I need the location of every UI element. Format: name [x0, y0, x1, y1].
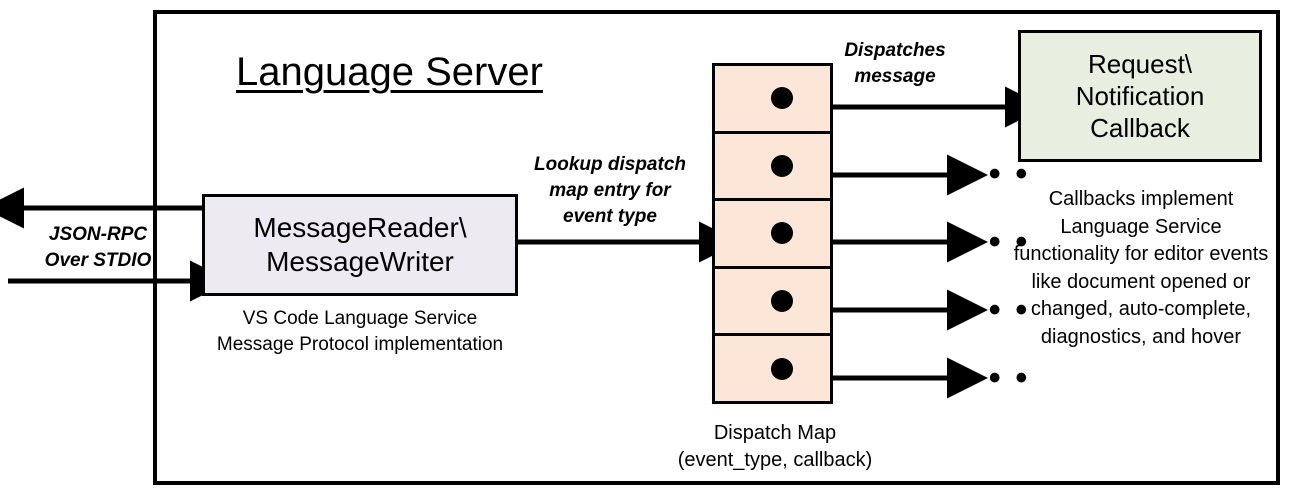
- message-writer-label: MessageWriter: [266, 246, 454, 277]
- dispatch-label-line1: Dispatches: [844, 40, 946, 61]
- callback-line3: Callback: [1090, 113, 1190, 144]
- message-reader-label: MessageReader\: [253, 211, 467, 243]
- dispatch-entry-4[interactable]: [715, 269, 830, 337]
- dispatch-label-line2: message: [854, 66, 936, 88]
- message-reader-writer-box[interactable]: MessageReader\ MessageWriter: [202, 194, 518, 296]
- dispatch-entry-5[interactable]: [715, 336, 830, 401]
- callback-description: Callbacks implement Language Service fun…: [1013, 188, 1269, 348]
- jsonrpc-label-line1: JSON-RPC: [48, 224, 148, 245]
- dispatches-message-label: Dispatches message: [820, 38, 970, 90]
- message-reader-caption: VS Code Language Service Message Protoco…: [190, 306, 530, 357]
- dispatch-map-caption: Dispatch Map (event_type, callback): [650, 420, 900, 474]
- reader-caption-line2: Message Protocol implementation: [216, 333, 504, 355]
- entry-dot-icon: [771, 357, 793, 380]
- lookup-dispatch-label: Lookup dispatch map entry for event type: [515, 152, 705, 231]
- entry-dot-icon: [771, 222, 793, 245]
- callback-line1: Request\: [1087, 48, 1193, 79]
- lookup-label-line2: map entry for: [549, 180, 671, 202]
- lookup-label-line1: Lookup dispatch: [534, 154, 686, 175]
- map-caption-line2: (event_type, callback): [677, 449, 873, 471]
- language-server-boundary: [153, 10, 1280, 485]
- dispatch-entry-1[interactable]: [715, 66, 830, 134]
- callback-line2: Notification: [1075, 80, 1205, 111]
- jsonrpc-label-line2: Over STDIO: [44, 250, 152, 272]
- entry-dot-icon: [771, 290, 793, 313]
- request-notification-callback-box[interactable]: Request\ Notification Callback: [1018, 30, 1262, 162]
- jsonrpc-transport-label: JSON-RPC Over STDIO: [28, 222, 168, 274]
- lookup-label-line3: event type: [563, 206, 657, 228]
- dispatch-entry-3[interactable]: [715, 201, 830, 269]
- entry-dot-icon: [771, 154, 793, 177]
- ellipsis-entry-4: • • •: [962, 291, 1032, 329]
- dispatch-entry-2[interactable]: [715, 134, 830, 202]
- ellipsis-entry-3: • • •: [962, 223, 1032, 261]
- map-caption-line1: Dispatch Map: [713, 422, 837, 444]
- page-title: Language Server: [236, 50, 543, 94]
- ellipsis-entry-2: • • •: [962, 155, 1032, 193]
- ellipsis-entry-5: • • •: [962, 359, 1032, 397]
- reader-caption-line1: VS Code Language Service: [242, 308, 478, 329]
- dispatch-map-table[interactable]: [712, 63, 833, 404]
- entry-dot-icon: [771, 87, 793, 110]
